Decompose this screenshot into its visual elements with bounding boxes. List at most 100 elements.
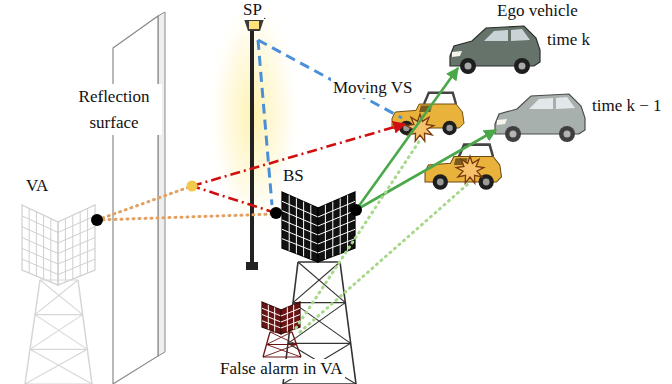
false-alarm-panel-grid xyxy=(268,305,269,330)
ego-vehicle-past-part xyxy=(497,119,507,125)
base-station xyxy=(282,192,356,384)
virtual-tower-lattice-brace xyxy=(35,280,78,315)
antenna-panel-grid xyxy=(347,195,348,251)
virtual-antenna-panel-grid xyxy=(22,216,58,233)
antenna-panel-grid xyxy=(310,205,311,259)
ego-vehicle-part xyxy=(511,29,530,41)
scatter-path xyxy=(258,40,272,205)
reflection-surface-part xyxy=(158,12,165,356)
ego-vehicle-part xyxy=(465,63,472,70)
street-lamp-part xyxy=(244,19,264,31)
antenna-panel-grid xyxy=(289,195,290,251)
line-of-sight-path xyxy=(356,130,496,210)
virtual-antenna-panel-grid xyxy=(87,208,88,273)
time-label: time k − 1 xyxy=(590,96,664,116)
antenna-panel-part xyxy=(282,192,318,262)
reflection-point xyxy=(187,181,198,192)
false-alarm-panel-part xyxy=(262,302,281,334)
moving-vehicle-past-part xyxy=(483,179,490,186)
path-points xyxy=(91,181,362,227)
ego-vehicle-past-part xyxy=(556,97,575,109)
virtual-antenna-panel-grid xyxy=(29,208,30,273)
virtual-tower-lattice-brace xyxy=(30,315,83,350)
virtual-antenna-panel-part xyxy=(58,205,95,285)
false-alarm-lattice-brace xyxy=(267,345,302,358)
antenna-panel-grid xyxy=(340,198,341,253)
antenna-panel-grid xyxy=(282,229,318,244)
false-alarm-panel-grid xyxy=(262,321,281,328)
reflected-path xyxy=(192,124,405,186)
false-alarm-lattice-brace xyxy=(267,344,297,345)
virtual-tower-lattice xyxy=(25,280,92,384)
time-label: time k xyxy=(545,30,592,50)
antenna-panel-grid xyxy=(318,211,355,226)
false-alarm-lattice-brace xyxy=(270,332,297,345)
base-station-lattice-brace xyxy=(298,262,345,303)
base-station-lattice-brace xyxy=(293,303,351,344)
ego-vehicle-part xyxy=(460,58,476,74)
antenna-panel-grid xyxy=(332,202,333,257)
antenna-panel xyxy=(318,192,355,262)
false-alarm-lattice xyxy=(263,332,301,357)
reflection-surface xyxy=(113,12,165,384)
virtual-antenna-panel-grid xyxy=(36,212,37,276)
antenna-panel xyxy=(282,192,318,262)
ego-vehicle xyxy=(450,26,540,74)
virtual-antenna-panel-grid xyxy=(58,259,95,274)
virtual-tower-lattice-brace xyxy=(35,315,87,350)
anchor-label: VA xyxy=(24,176,50,196)
ego-vehicle-part xyxy=(514,58,530,74)
antenna-point xyxy=(350,204,362,216)
virtual-tower-lattice-brace xyxy=(25,349,87,384)
false-alarm-panel-grid xyxy=(281,315,300,323)
virtual-path xyxy=(97,186,192,220)
ego-vehicle-past-part xyxy=(564,131,571,138)
station-label: BS xyxy=(281,166,306,186)
virtual-antenna-panel-grid xyxy=(58,227,95,243)
street-lamp-part xyxy=(250,28,254,268)
virtual-antenna-panel-grid xyxy=(80,212,81,276)
virtual-antenna-panel-grid xyxy=(22,259,58,274)
virtual-tower-lattice-leg xyxy=(78,280,92,384)
virtual-tower-lattice-brace xyxy=(35,314,83,315)
antenna-panel-grid xyxy=(282,220,318,235)
base-station-lattice-brace xyxy=(293,302,345,303)
ego-vehicle-past-part xyxy=(505,126,521,142)
ego-vehicle-part xyxy=(484,30,508,41)
false-alarm-panel-part xyxy=(281,302,300,334)
virtual-antenna-panel-grid xyxy=(43,215,44,279)
street-lamp xyxy=(242,11,266,270)
false-alarm-lattice-brace xyxy=(263,345,297,358)
moving-vehicle-part xyxy=(446,125,452,131)
ego-vehicle-part xyxy=(519,63,526,70)
antenna-panel-grid xyxy=(282,211,318,226)
ego-vehicle-past-part xyxy=(529,98,553,109)
virtual-antenna-panel xyxy=(22,205,58,285)
ego-vehicle-past-part xyxy=(559,126,575,142)
virtual-anchor-tower xyxy=(22,205,95,384)
surface-label: Reflection surface xyxy=(66,84,162,135)
street-lamp-part xyxy=(246,262,258,270)
antenna-panel-grid xyxy=(325,205,326,259)
false-alarm-panel xyxy=(262,302,281,334)
virtual-antenna-panel-grid xyxy=(50,219,51,282)
virtual-tower-lattice-brace xyxy=(30,349,87,350)
virtual-path xyxy=(97,214,276,220)
virtual-antenna-point xyxy=(91,214,103,226)
antenna-panel-grid xyxy=(296,198,297,253)
antenna-panel-grid xyxy=(303,202,304,257)
virtual-antenna-panel-grid xyxy=(58,216,95,233)
vehicle-label: Moving VS xyxy=(331,78,415,98)
false-alarm-panel-grid xyxy=(274,307,275,331)
moving-vehicle-past xyxy=(425,145,502,190)
vehicle-label: Ego vehicle xyxy=(495,1,580,21)
false-alarm-panel-grid xyxy=(287,307,288,331)
antenna-panel-part xyxy=(318,192,355,262)
base-station-lattice-brace xyxy=(288,343,351,344)
virtual-antenna-panel-grid xyxy=(22,227,58,243)
ego-vehicle-past xyxy=(495,94,585,142)
virtual-tower-lattice-brace xyxy=(40,279,78,280)
base-station-lattice-brace xyxy=(283,383,356,384)
antenna-panel-grid xyxy=(318,220,355,235)
